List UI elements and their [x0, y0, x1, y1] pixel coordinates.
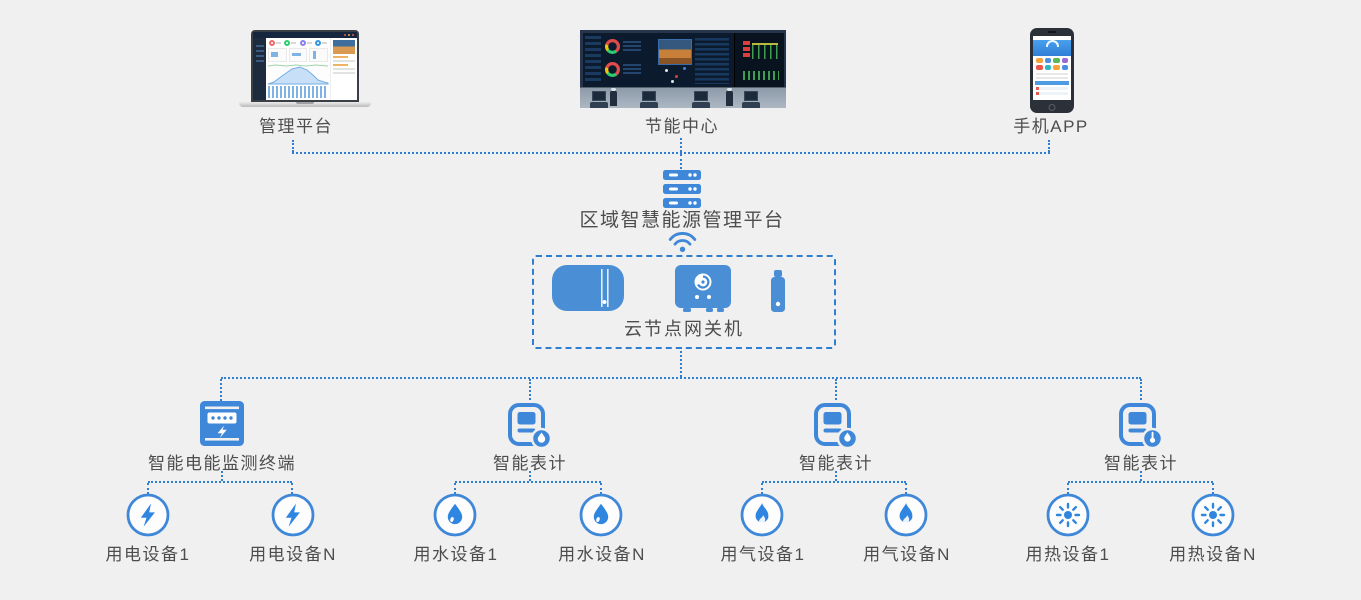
- mobile-app-label: 手机APP: [1013, 117, 1089, 136]
- connector: [292, 152, 1050, 154]
- app-icon-grid: [1033, 56, 1071, 71]
- platform-label: 区域智慧能源管理平台: [579, 210, 785, 231]
- laptop-dashboard-image: [239, 30, 371, 107]
- connector: [762, 481, 906, 483]
- connector: [835, 471, 837, 481]
- laptop-sidebar: [253, 38, 266, 100]
- connector: [680, 138, 682, 152]
- electric-terminal-label: 智能电能监测终端: [148, 454, 296, 473]
- connector: [291, 483, 293, 494]
- device-label: 用电设备N: [249, 545, 337, 564]
- phone-home-button: [1048, 104, 1056, 111]
- router-device-icon: [552, 265, 624, 311]
- control-room-image: [580, 30, 786, 108]
- laptop-area-chart: [266, 63, 330, 85]
- connector: [1048, 140, 1050, 152]
- connector: [455, 481, 601, 483]
- laptop-stat-circles: [266, 38, 330, 48]
- connector: [221, 377, 1141, 379]
- control-room-bigscreen: [583, 33, 784, 87]
- smart-meter-gas-icon: [814, 403, 858, 450]
- sun-heat-icon: [1191, 493, 1235, 537]
- connector: [1140, 471, 1142, 481]
- connector: [1068, 481, 1213, 483]
- smart-meter-label: 智能表计: [1104, 454, 1178, 473]
- connector: [761, 483, 763, 494]
- smartphone-image: [1030, 28, 1074, 113]
- connector: [148, 481, 292, 483]
- device-label: 用气设备1: [720, 545, 806, 564]
- control-room-floor: [580, 87, 786, 108]
- electric-meter-icon: [200, 401, 244, 446]
- connector: [835, 379, 837, 400]
- usb-dongle-icon: [771, 270, 785, 312]
- connector: [1140, 379, 1142, 400]
- connector: [454, 483, 456, 494]
- laptop-base: [239, 102, 371, 107]
- water-drop-icon: [579, 493, 623, 537]
- server-icon: [663, 170, 701, 208]
- device-label: 用热设备1: [1025, 545, 1111, 564]
- connector: [1212, 483, 1214, 494]
- laptop-titlebar: [253, 32, 357, 38]
- smart-meter-water-icon: [508, 403, 552, 450]
- smart-meter-label: 智能表计: [493, 454, 567, 473]
- gateway-label: 云节点网关机: [624, 319, 744, 339]
- connector: [600, 483, 602, 494]
- smart-meter-label: 智能表计: [799, 454, 873, 473]
- device-label: 用气设备N: [863, 545, 951, 564]
- device-label: 用水设备N: [558, 545, 646, 564]
- laptop-cards: [266, 48, 330, 62]
- management-platform-label: 管理平台: [259, 117, 333, 136]
- gateway-group-box: 云节点网关机: [532, 255, 836, 349]
- device-label: 用电设备1: [105, 545, 191, 564]
- connector: [220, 379, 222, 401]
- smart-meter-heat-icon: [1119, 403, 1163, 450]
- laptop-bar-chart: [268, 86, 328, 98]
- city-photo-card: [658, 39, 692, 65]
- connector: [529, 379, 531, 400]
- connector: [1067, 483, 1069, 494]
- flame-icon: [740, 493, 784, 537]
- app-banner: [1035, 81, 1069, 85]
- gateway-box-icon: [675, 265, 731, 312]
- connector: [680, 347, 682, 377]
- energy-center-label: 节能中心: [645, 117, 719, 136]
- scada-screen: [734, 33, 784, 87]
- app-alert-list: [1033, 87, 1071, 95]
- laptop-right-panel: [330, 38, 357, 100]
- device-label: 用水设备1: [413, 545, 499, 564]
- phone-speaker: [1047, 31, 1057, 33]
- connector: [529, 471, 531, 481]
- connector: [221, 471, 223, 481]
- water-drop-icon: [433, 493, 477, 537]
- sun-heat-icon: [1046, 493, 1090, 537]
- device-label: 用热设备N: [1169, 545, 1257, 564]
- lightning-icon: [126, 493, 170, 537]
- lightning-icon: [271, 493, 315, 537]
- flame-icon: [884, 493, 928, 537]
- connector: [147, 483, 149, 494]
- connector: [292, 140, 294, 152]
- connector: [905, 483, 907, 494]
- app-gauge-header: [1033, 40, 1071, 56]
- connector: [680, 154, 682, 169]
- wifi-icon: [668, 232, 697, 252]
